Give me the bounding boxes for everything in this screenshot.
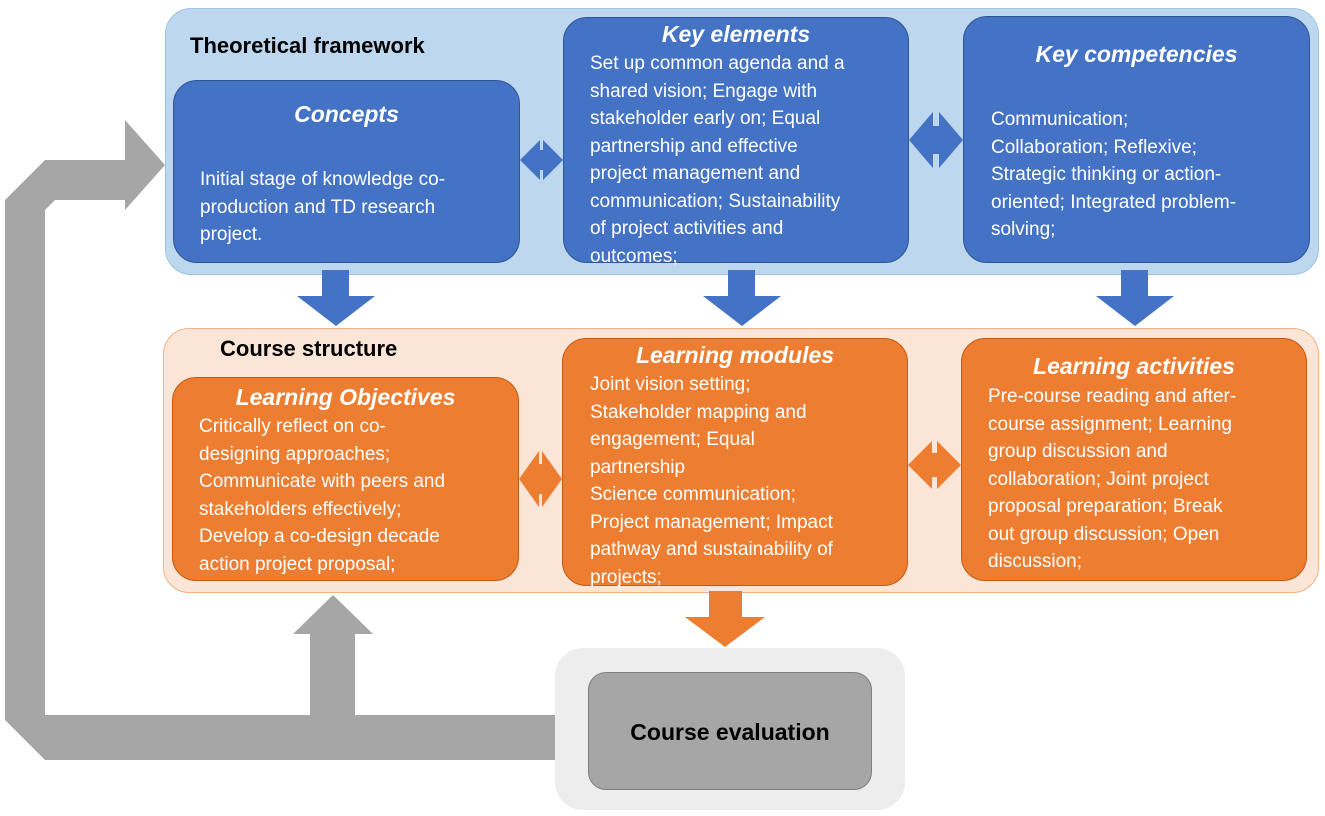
key-elements-line: communication; Sustainability bbox=[590, 190, 841, 212]
key-elements-line: stakeholder early on; Equal bbox=[590, 108, 821, 129]
learning-activities-line: collaboration; Joint project bbox=[988, 468, 1209, 490]
learning-objectives-title: Learning Objectives bbox=[235, 384, 456, 410]
down-arrow-concepts bbox=[297, 270, 375, 326]
key-elements-text: Set up common agenda and a shared vision… bbox=[590, 50, 845, 270]
concepts-box: Concepts Initial stage of knowledge co- … bbox=[173, 80, 520, 263]
learning-objectives-line: Communicate with peers and bbox=[199, 471, 446, 492]
key-competencies-text: Communication; Collaboration; Reflexive;… bbox=[991, 106, 1236, 244]
learning-modules-line: partnership bbox=[590, 456, 686, 478]
double-arrow-objectives-modules bbox=[519, 451, 562, 507]
learning-objectives-text: Critically reflect on co- designing appr… bbox=[199, 413, 445, 578]
key-competencies-title: Key competencies bbox=[1035, 41, 1238, 67]
concepts-line: project. bbox=[200, 224, 263, 245]
learning-activities-line: out group discussion; Open bbox=[988, 523, 1220, 545]
key-competencies-line: Strategic thinking or action- bbox=[991, 164, 1222, 185]
feedback-loop-arrow bbox=[5, 120, 555, 760]
learning-modules-line: Project management; Impact bbox=[590, 511, 833, 533]
learning-objectives-box: Learning Objectives Critically reflect o… bbox=[172, 377, 519, 581]
learning-objectives-line: action project proposal; bbox=[199, 553, 396, 575]
course-structure-title: Course structure bbox=[220, 336, 398, 361]
learning-modules-line: projects; bbox=[590, 566, 662, 588]
key-elements-line: project management and bbox=[590, 163, 801, 184]
learning-modules-text: Joint vision setting; Stakeholder mappin… bbox=[590, 371, 833, 591]
learning-activities-line: group discussion and bbox=[988, 441, 1168, 462]
learning-activities-line: course assignment; Learning bbox=[988, 413, 1232, 435]
key-elements-box: Key elements Set up common agenda and a … bbox=[563, 17, 909, 267]
key-elements-line: Set up common agenda and a bbox=[590, 53, 845, 74]
learning-modules-title: Learning modules bbox=[635, 342, 835, 368]
key-competencies-line: Communication; bbox=[991, 109, 1129, 130]
concepts-line: Initial stage of knowledge co- bbox=[200, 169, 446, 190]
double-arrow-elements-competencies bbox=[909, 112, 963, 168]
learning-modules-line: pathway and sustainability of bbox=[590, 539, 833, 560]
key-competencies-line: Collaboration; Reflexive; bbox=[991, 136, 1197, 158]
course-evaluation-box: Course evaluation bbox=[588, 672, 872, 790]
key-elements-title: Key elements bbox=[661, 21, 811, 47]
learning-modules-line: Science communication; bbox=[590, 484, 796, 505]
learning-activities-title: Learning activities bbox=[1033, 353, 1235, 379]
course-evaluation-label: Course evaluation bbox=[630, 719, 830, 745]
learning-objectives-line: Critically reflect on co- bbox=[199, 416, 386, 437]
double-arrow-modules-activities bbox=[908, 441, 961, 489]
learning-modules-line: engagement; Equal bbox=[590, 429, 755, 450]
key-elements-line: outcomes; bbox=[590, 245, 678, 267]
theoretical-framework-title: Theoretical framework bbox=[190, 33, 425, 58]
learning-objectives-line: Develop a co-design decade bbox=[199, 526, 440, 547]
learning-modules-box: Learning modules Joint vision setting; S… bbox=[562, 338, 908, 588]
key-elements-line: shared vision; Engage with bbox=[590, 80, 818, 102]
learning-activities-line: discussion; bbox=[988, 551, 1082, 572]
feedback-up-arrow bbox=[293, 595, 373, 715]
key-elements-line: of project activities and bbox=[590, 218, 784, 239]
down-arrow-key-competencies bbox=[1096, 270, 1174, 326]
concepts-title: Concepts bbox=[294, 101, 399, 127]
key-competencies-line: oriented; Integrated problem- bbox=[991, 191, 1237, 213]
learning-modules-line: Stakeholder mapping and bbox=[590, 401, 807, 423]
learning-activities-line: Pre-course reading and after- bbox=[988, 386, 1237, 407]
key-competencies-box: Key competencies Communication; Collabor… bbox=[963, 16, 1310, 263]
learning-activities-box: Learning activities Pre-course reading a… bbox=[961, 338, 1307, 581]
learning-activities-line: proposal preparation; Break bbox=[988, 496, 1223, 517]
learning-activities-text: Pre-course reading and after- course ass… bbox=[988, 383, 1236, 576]
down-arrow-evaluation bbox=[685, 591, 765, 647]
concepts-line: production and TD research bbox=[200, 196, 436, 218]
key-elements-line: partnership and effective bbox=[590, 135, 798, 157]
learning-modules-line: Joint vision setting; bbox=[590, 374, 751, 395]
double-arrow-concepts-elements bbox=[520, 140, 563, 180]
learning-objectives-line: stakeholders effectively; bbox=[199, 498, 402, 520]
learning-objectives-line: designing approaches; bbox=[199, 443, 391, 465]
key-competencies-line: solving; bbox=[991, 219, 1056, 240]
down-arrow-key-elements bbox=[703, 270, 781, 326]
concepts-text: Initial stage of knowledge co- productio… bbox=[200, 166, 445, 249]
